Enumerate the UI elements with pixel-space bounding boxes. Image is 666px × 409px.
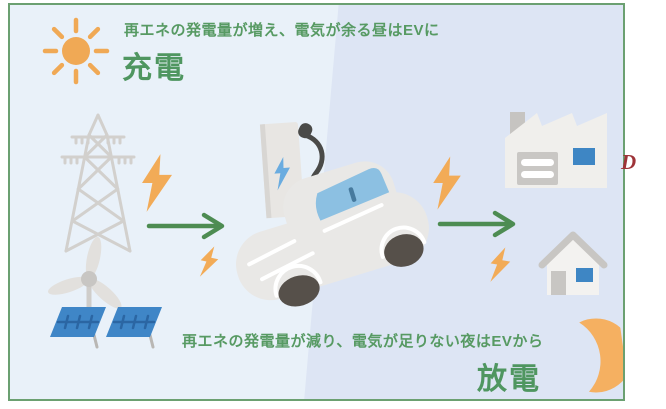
red-annotation-mark: D [621, 150, 637, 174]
discharge-keyword: 放電 [477, 363, 541, 396]
crescent-moon-icon [555, 313, 623, 399]
diagram-frame: 再エネの発電量が増え、電気が余る昼はEVに 充電 [8, 3, 625, 401]
sun-icon [34, 9, 118, 93]
factory-icon [502, 109, 614, 195]
lightning-bolt-icon [138, 153, 176, 213]
house-icon [534, 225, 612, 299]
lightning-bolt-icon [485, 244, 515, 286]
nighttime-caption: 再エネの発電量が減り、電気が足りない夜はEVから [182, 333, 544, 350]
electric-car-icon [228, 150, 433, 310]
arrow-right-icon [146, 211, 230, 241]
lightning-bolt-icon [430, 155, 464, 211]
daytime-caption: 再エネの発電量が増え、電気が余る昼はEVに [124, 22, 440, 39]
transmission-tower-icon [52, 111, 144, 253]
charge-keyword: 充電 [122, 52, 186, 85]
arrow-right-icon [437, 209, 521, 239]
lightning-bolt-icon [195, 243, 224, 281]
solar-panels-icon [32, 305, 170, 349]
